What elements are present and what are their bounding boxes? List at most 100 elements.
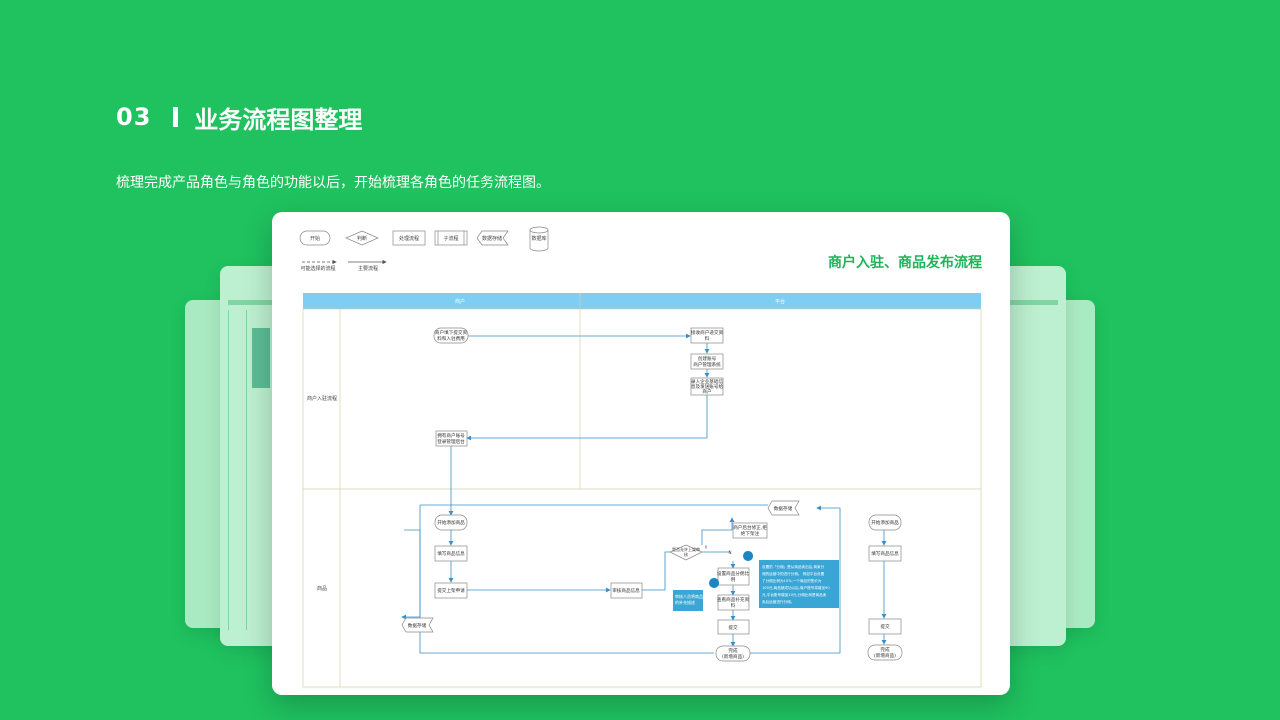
note-left-pin-icon (709, 578, 720, 592)
node-set-split-line1: 设置商品分佣比 (717, 570, 750, 577)
note-right-line5: 元,平台账号增加10元,分佣比例是商品卖 (762, 592, 827, 597)
node-send-line2: 息及发送账号给 (691, 383, 724, 390)
node-create (690, 353, 724, 370)
lane-merchant-label: 商户 (455, 298, 465, 305)
note-left-line2: 的补充描述 (675, 599, 695, 605)
node-done-line2: (新增商品) (722, 653, 744, 660)
legend: 开始 判断 处理流程 子流程 数据存储 数据库 可能选择的流程 主要流程 (299, 226, 549, 272)
node-receive-line2: 料 (705, 335, 710, 342)
node-submit-right (868, 618, 902, 635)
node-reject (732, 522, 768, 539)
node-data-left-label: 数据存储 (408, 622, 427, 629)
node-get-account-line1: 拥有商户账号 (437, 432, 465, 439)
flow-nodes: 商户填下提交资 料和入驻费用 接收商户递交资 料 创建账号 商户管理系统 录入企… (401, 327, 903, 662)
node-get-account-line2: 登录管理后台 (437, 438, 465, 445)
node-review-label: 审核商品信息 (612, 587, 640, 594)
node-done-right-line1: 完成 (880, 646, 890, 653)
node-add-goods (434, 514, 468, 531)
lane-platform-label: 平台 (775, 298, 785, 305)
ghost-lane-line (228, 310, 229, 630)
node-fill-info-label: 填写商品信息 (437, 550, 465, 557)
lane-goods-label: 商品 (317, 585, 327, 592)
lane-entry-label: 商户入驻流程 (307, 395, 337, 402)
legend-subprocess-label: 子流程 (443, 235, 458, 242)
node-send (690, 377, 724, 396)
node-reject-line1: 商户后台修正,拒 (733, 524, 767, 531)
node-set-split-line2: 例 (731, 576, 736, 583)
note-right-line4: 100元,商品被成功以后,商户账号将增加90 (762, 585, 830, 590)
node-view-result-line2: 料 (731, 602, 736, 609)
node-fill-info (434, 545, 468, 562)
node-done-right (867, 644, 903, 661)
node-data-store-label: 数据存储 (774, 505, 793, 512)
node-decision-line1: 是否允许上架审 (672, 546, 700, 552)
node-done (715, 645, 751, 662)
node-decision-line2: 核 (684, 551, 688, 557)
legend-start-label: 开始 (310, 235, 320, 242)
section-heading: 03 业务流程图整理 (116, 100, 362, 134)
legend-decision-shape (345, 230, 379, 246)
legend-process-label: 处理流程 (399, 235, 419, 242)
node-add-goods-right-label: 开始添加商品 (871, 519, 899, 526)
note-right-pin-icon (743, 551, 754, 565)
section-number: 03 (116, 103, 152, 131)
node-decision (669, 544, 703, 561)
node-review (610, 582, 643, 599)
node-submit-label: 提交上架申请 (437, 587, 465, 594)
note-right-line3: 了分佣比例为10%,一个商品的售价为 (762, 578, 822, 583)
note-right-line1: 设置的「分佣」是从商品卖出后,商家分 (762, 564, 825, 569)
node-done-right-line2: (新增商品) (874, 652, 896, 659)
node-fill-info-right (868, 545, 902, 562)
note-right-line2: 佣的运营中的进行分佣。 例如平台设置 (762, 571, 825, 576)
diagram-title: 商户入驻、商品发布流程 (828, 255, 982, 271)
node-reject-line2: 绝下架注 (741, 530, 760, 537)
node-submit-right-label: 提交 (880, 623, 890, 630)
legend-process-shape (392, 230, 426, 246)
note-left-line1: 审核人员将商品 (675, 593, 703, 599)
node-receive (690, 327, 724, 344)
legend-optional-label: 可能选择的流程 (300, 265, 335, 272)
node-fill-info-right-label: 填写商品信息 (871, 550, 899, 557)
node-submit-2-label: 提交 (728, 624, 738, 631)
legend-database-label: 数据库 (531, 235, 546, 242)
section-title: 业务流程图整理 (194, 105, 363, 134)
node-create-line2: 商户管理系统 (693, 361, 721, 368)
flowchart-card: 商户入驻、商品发布流程 开始 判断 处理流程 子流程 数据存储 (272, 212, 1010, 695)
node-data-left (401, 617, 434, 633)
node-apply-line2: 料和入驻费用 (437, 335, 465, 342)
legend-database-shape (529, 230, 549, 252)
node-done-line1: 完成 (728, 647, 738, 654)
node-submit-2 (717, 619, 750, 635)
node-receive-line1: 接收商户递交资 (691, 329, 724, 336)
legend-subprocess-shape (434, 230, 468, 246)
node-apply (433, 327, 469, 344)
section-subtitle: 梳理完成产品角色与角色的功能以后，开始梳理各角色的任务流程图。 (116, 175, 550, 191)
legend-main-label: 主要流程 (358, 265, 378, 272)
flow-connectors (401, 333, 887, 654)
legend-decision-label: 判断 (357, 235, 367, 242)
node-apply-line1: 商户填下提交资 (435, 329, 468, 336)
legend-start-shape (299, 230, 331, 246)
ghost-note-block (252, 328, 270, 388)
decision-yes-label: Y (704, 545, 708, 550)
node-view-result-line1: 查看商品补充资 (717, 596, 750, 603)
node-get-account (435, 430, 468, 447)
note-right-line6: 卖后运营进行分佣。 (762, 599, 794, 604)
node-data-store (767, 500, 800, 516)
node-view-result (717, 594, 750, 611)
node-add-goods-right (868, 514, 902, 531)
node-submit (434, 582, 468, 599)
ghost-lane-line (246, 310, 247, 630)
node-set-split (717, 567, 750, 586)
legend-data-shape (476, 230, 509, 246)
legend-data-label: 数据存储 (482, 235, 502, 242)
flow-notes: 审核人员将商品 的补充描述 设置的「分佣」是从商品卖出后,商家分 佣的运营中的进… (673, 551, 839, 611)
lane-header-bar (303, 293, 981, 309)
node-create-line1: 创建账号 (698, 355, 717, 362)
swimlane-grid: 商户 平台 商户入驻流程 商品 (302, 293, 982, 688)
heading-divider (173, 107, 179, 127)
note-right-box (759, 560, 839, 608)
note-left-box (673, 590, 703, 611)
node-add-goods-label: 开始添加商品 (437, 519, 465, 526)
node-send-line1: 录入企业基础信 (691, 378, 724, 385)
